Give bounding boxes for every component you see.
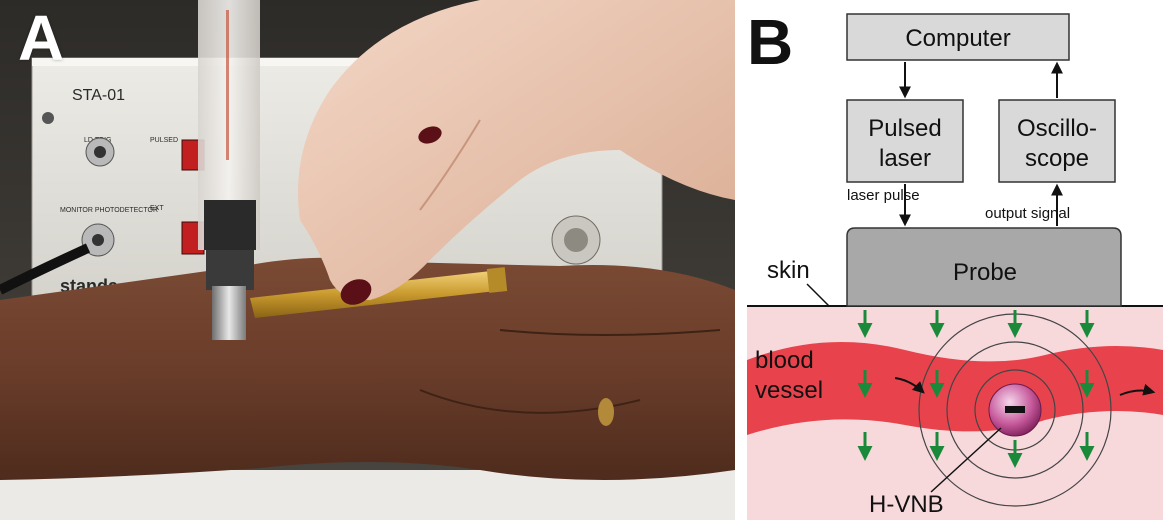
connector-label-2: MONITOR PHOTODETECTOR [60, 207, 158, 214]
ring [598, 398, 614, 426]
laser-pulse-label: laser pulse [847, 187, 920, 204]
oscilloscope-label-line1: Oscillo- [1017, 115, 1097, 142]
panel-letter-b: B [747, 10, 793, 74]
skin-pointer [807, 284, 829, 306]
probe-head [212, 286, 246, 340]
photo-illustration: STA-01 LD TRIG MONITOR PHOTODETECTOR PUL… [0, 0, 735, 520]
pulsed-laser-label-line2: laser [879, 145, 931, 172]
computer-label: Computer [905, 25, 1010, 52]
h-vnb-label: H-VNB [869, 491, 944, 518]
device-model-label: STA-01 [72, 87, 125, 104]
switch-label-1: PULSED [150, 137, 178, 144]
schematic-diagram: Computer Pulsed laser Oscillo- scope las… [745, 0, 1165, 520]
blood-label-line1: blood [755, 347, 814, 374]
probe-label: Probe [953, 259, 1017, 286]
minus-sign-icon [1005, 406, 1025, 413]
oscilloscope-label-line2: scope [1025, 145, 1089, 172]
pulsed-laser-label-line1: Pulsed [868, 115, 941, 142]
panel-letter-a: A [18, 6, 64, 70]
skin-label: skin [767, 257, 810, 284]
switch-label-2: EXT [150, 205, 164, 212]
output-signal-label: output signal [985, 205, 1070, 222]
panel-a-photo: STA-01 LD TRIG MONITOR PHOTODETECTOR PUL… [0, 0, 735, 520]
panel-b-diagram: Computer Pulsed laser Oscillo- scope las… [745, 0, 1165, 520]
blood-label-line2: vessel [755, 377, 823, 404]
